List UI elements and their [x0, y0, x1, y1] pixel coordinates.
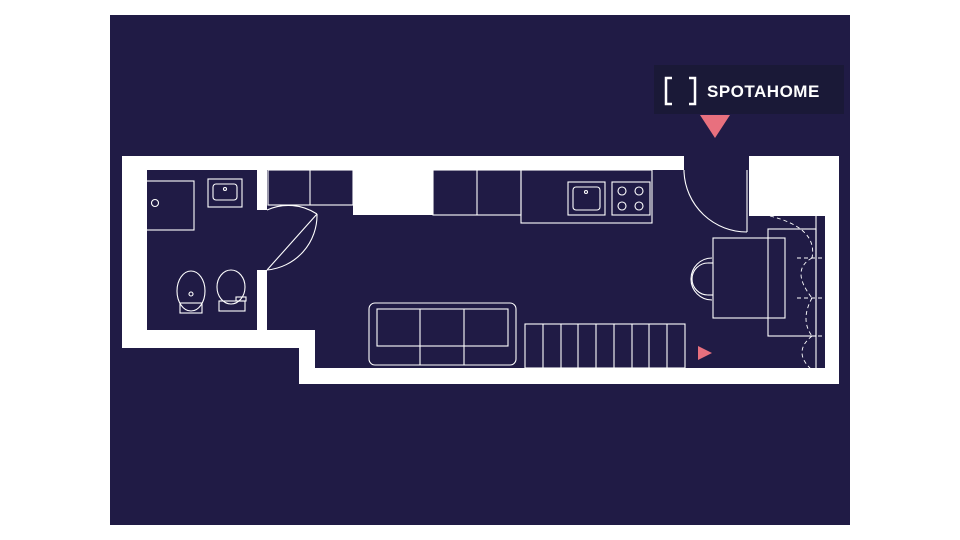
chair-icon [690, 257, 713, 301]
bathroom-door-icon [266, 204, 318, 271]
entrance-door-icon [683, 170, 748, 233]
kitchen-sink-icon [567, 181, 606, 216]
stairs-icon [524, 323, 686, 369]
stairs-direction-arrow-icon [698, 346, 712, 360]
table-icon [712, 237, 786, 319]
shower-icon [138, 180, 195, 231]
upper-cabinets-left [267, 169, 354, 206]
location-marker-icon [700, 115, 730, 138]
cooktop-icon [611, 181, 651, 216]
kitchen-cabinets [432, 169, 653, 224]
sink-icon [207, 178, 243, 208]
logo-text: SPOTAHOME [707, 82, 820, 101]
floor-plan: SPOTAHOME [110, 15, 850, 525]
bidet-icon [176, 270, 206, 314]
exterior-walls [122, 156, 839, 384]
toilet-icon [216, 269, 247, 312]
spotahome-logo: SPOTAHOME [654, 65, 844, 114]
interior-walls [257, 170, 769, 332]
bracket-logo-icon [664, 76, 697, 106]
sofa-icon [368, 302, 517, 366]
wardrobe-icon [767, 215, 830, 371]
